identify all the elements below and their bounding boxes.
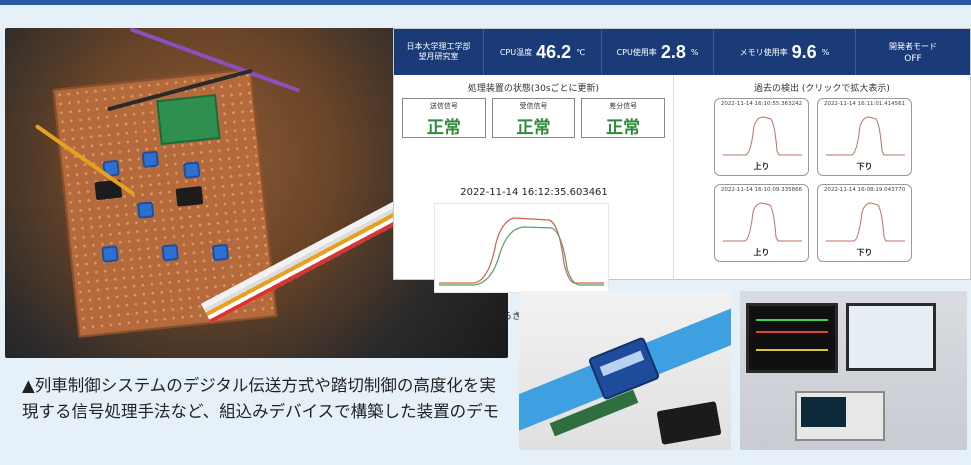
thumb-signal-line	[723, 202, 802, 242]
history-grid: 2022-11-14 16:10:55.363242 上り 2022-11-14…	[714, 98, 962, 262]
metric-value: 2.8	[660, 41, 686, 62]
potentiometer	[161, 243, 180, 262]
potentiometer	[136, 201, 155, 219]
controller-box	[656, 401, 722, 445]
status-label: 送信信号	[429, 102, 458, 110]
metric-label: CPU使用率	[616, 47, 657, 57]
plot-frame	[434, 203, 609, 293]
status-box-send: 送信信号 正常	[402, 98, 486, 138]
thumb-timestamp: 2022-11-14 16:08:19.043770	[823, 187, 906, 193]
status-panel: 処理装置の状態(30sごとに更新) 送信信号 正常 受信信号 正常 差分信号 正…	[394, 75, 674, 323]
metric-cpu-temp: CPU温度 46.2 ℃	[484, 29, 602, 75]
status-label: 受信信号	[519, 102, 548, 110]
waveform-line	[756, 331, 828, 333]
oscilloscope	[795, 391, 885, 441]
result-direction: 下り	[464, 305, 495, 323]
signal-line-green	[439, 226, 604, 286]
metric-value: 46.2	[536, 41, 572, 62]
history-panel: 過去の検出 (クリックで拡大表示) 2022-11-14 16:10:55.36…	[674, 75, 970, 281]
monitor-right	[846, 303, 936, 371]
thumb-signal-line	[826, 202, 905, 242]
signal-line-red	[439, 217, 604, 284]
status-box-diff: 差分信号 正常	[581, 98, 666, 138]
oscilloscope-screen	[801, 397, 846, 427]
status-value: 正常	[606, 118, 641, 138]
thumb-signal-line	[826, 116, 905, 156]
dashboard-body: 処理装置の状態(30sごとに更新) 送信信号 正常 受信信号 正常 差分信号 正…	[394, 75, 970, 323]
potentiometer	[182, 161, 201, 179]
dashboard-header: 日本大学理工学部 望月研究室 CPU温度 46.2 ℃ CPU使用率 2.8 %…	[394, 29, 970, 75]
status-value: 正常	[426, 118, 461, 138]
history-thumb[interactable]: 2022-11-14 16:10:55.363242 上り	[714, 98, 809, 176]
detection-timestamp: 2022-11-14 16:12:35.603461	[460, 187, 608, 198]
photo-model-train	[519, 291, 731, 450]
metric-value: 9.6	[791, 41, 817, 62]
thumb-signal-line	[723, 116, 802, 156]
ic-chip	[175, 186, 204, 207]
developer-mode-toggle[interactable]: 開発者モード OFF	[856, 29, 970, 75]
potentiometer	[101, 245, 119, 263]
green-module	[156, 94, 221, 146]
lab-name: 日本大学理工学部 望月研究室	[406, 41, 471, 61]
thumb-plot	[826, 202, 905, 242]
status-label: 差分信号	[609, 102, 638, 110]
lab-name-cell: 日本大学理工学部 望月研究室	[394, 29, 484, 75]
status-panel-title: 処理装置の状態(30sごとに更新)	[467, 84, 600, 94]
metric-cpu-usage: CPU使用率 2.8 %	[602, 29, 714, 75]
mode-label: 開発者モード	[889, 41, 937, 51]
status-value: 正常	[516, 118, 551, 138]
monitor-left	[746, 303, 838, 373]
monitor-screen	[752, 309, 832, 367]
thumb-plot	[826, 116, 905, 156]
metric-unit: %	[690, 47, 699, 57]
status-box-receive: 受信信号 正常	[491, 98, 576, 138]
thumb-label: 上り	[753, 248, 770, 257]
history-thumb[interactable]: 2022-11-14 16:11:01.414561 下り	[817, 98, 912, 176]
thumb-timestamp: 2022-11-14 16:10:55.363242	[720, 101, 803, 107]
mode-value: OFF	[904, 53, 922, 64]
photo-caption: ▲列車制御システムのデジタル伝送方式や踏切制御の高度化を実現する信号処理手法など…	[22, 376, 500, 421]
potentiometer	[211, 243, 230, 262]
history-thumb[interactable]: 2022-11-14 16:10:09.335866 上り	[714, 184, 809, 262]
metric-label: メモリ使用率	[739, 47, 788, 57]
thumb-timestamp: 2022-11-14 16:10:09.335866	[720, 187, 803, 193]
thumb-timestamp: 2022-11-14 16:11:01.414561	[823, 101, 906, 107]
thumb-label: 下り	[856, 162, 873, 171]
photo-lab-monitors	[740, 291, 967, 450]
potentiometer	[141, 150, 160, 169]
waveform-line	[756, 349, 828, 351]
thumb-label: 上り	[753, 162, 770, 171]
history-panel-title: 過去の検出 (クリックで拡大表示)	[754, 84, 890, 94]
waveform-line	[756, 319, 828, 321]
thumb-plot	[723, 116, 802, 156]
metric-unit: %	[821, 47, 830, 57]
metric-memory-usage: メモリ使用率 9.6 %	[714, 29, 856, 75]
thumb-plot	[723, 202, 802, 242]
history-thumb[interactable]: 2022-11-14 16:08:19.043770 下り	[817, 184, 912, 262]
status-row: 送信信号 正常 受信信号 正常 差分信号 正常	[402, 98, 666, 138]
dashboard-screenshot: 日本大学理工学部 望月研究室 CPU温度 46.2 ℃ CPU使用率 2.8 %…	[393, 28, 971, 323]
thumb-label: 下り	[856, 248, 873, 257]
signal-plot	[434, 203, 609, 293]
metric-label: CPU温度	[499, 47, 533, 57]
top-rule	[0, 0, 971, 5]
metric-unit: ℃	[576, 47, 586, 57]
